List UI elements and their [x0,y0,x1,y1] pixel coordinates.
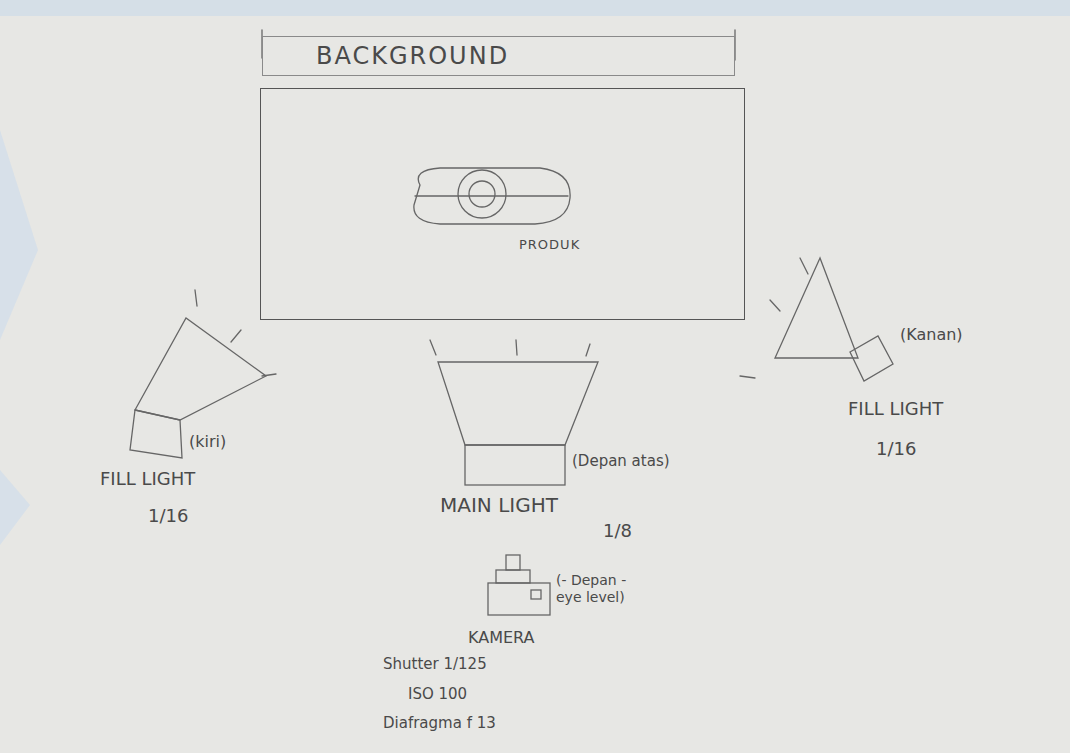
node-title: BACKGROUND [316,42,509,71]
power-value: 1/16 [876,438,916,460]
light-name: MAIN LIGHT [440,493,558,517]
watermark-band [0,0,1070,16]
watermark-shape [0,470,30,545]
light-name: FILL LIGHT [100,468,195,490]
background-bar: BACKGROUND [262,36,735,76]
product-area: PRODUK [260,88,745,320]
fill-light-symbol [130,290,276,458]
position-note: (kiri) [189,432,226,451]
camera-symbol [488,555,550,615]
position-note: (Depan atas) [572,452,670,470]
camera-setting: Diafragma f 13 [383,714,496,732]
power-value: 1/8 [603,520,632,542]
power-value: 1/16 [148,505,188,527]
camera-name: KAMERA [468,628,534,647]
position-note: (Kanan) [900,325,963,344]
product-sketch [414,168,570,224]
product-label: PRODUK [519,237,580,253]
fill-light-symbol [740,258,893,381]
camera-setting: Shutter 1/125 [383,655,487,673]
light-name: FILL LIGHT [848,398,943,420]
camera-note: (- Depan - eye level) [556,572,652,606]
camera-setting: ISO 100 [408,685,467,703]
watermark-shape [0,130,38,340]
